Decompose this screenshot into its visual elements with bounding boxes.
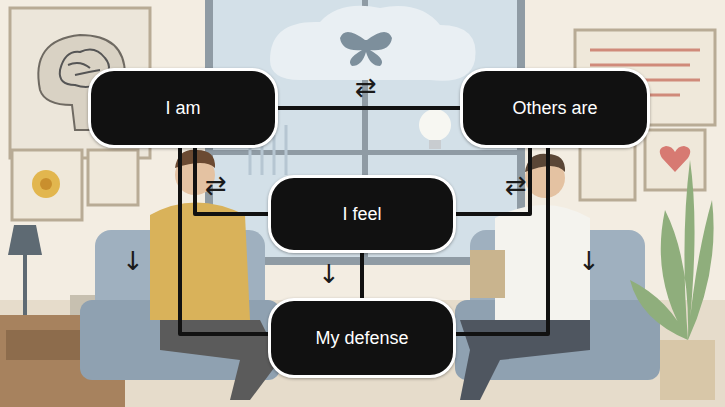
flow-symbol: ⇄ [205, 172, 227, 198]
flow-symbol: ↓ [318, 261, 340, 287]
clipboard [470, 250, 505, 298]
node-label: I am [165, 98, 200, 119]
connector-line [456, 148, 530, 214]
small-frame [88, 150, 138, 205]
bulb-base [429, 140, 441, 149]
node-label: I feel [342, 204, 381, 225]
flow-symbol: ⇄ [505, 172, 527, 198]
connector-line [360, 253, 364, 298]
window-bar [213, 150, 517, 155]
heart [660, 146, 691, 172]
flower [32, 170, 60, 198]
flow-symbol: ⇄ [355, 74, 377, 100]
light-bulb [419, 109, 451, 141]
pill-box: I feel [268, 175, 456, 253]
plant-pot [660, 340, 715, 400]
pill-box: My defense [268, 298, 456, 378]
connector-line [195, 148, 268, 214]
flow-symbol: ↓ [578, 248, 600, 274]
node-label: Others are [512, 98, 597, 119]
butterfly [340, 32, 392, 66]
flower-center [40, 178, 52, 190]
pill-box: I am [88, 68, 278, 148]
right-person-shirt [495, 205, 590, 320]
flower-frame [12, 150, 82, 220]
flow-symbol: ↓ [122, 248, 144, 274]
connector-line [278, 106, 460, 110]
plant-leaves [630, 160, 714, 340]
connector-line [180, 148, 268, 334]
thought-cloud [270, 6, 476, 81]
lamp-shade [8, 225, 42, 255]
node-label: My defense [315, 328, 408, 349]
left-person-shirt [150, 203, 250, 321]
heart-frame [645, 130, 705, 190]
connector-line [456, 148, 548, 334]
pill-box: Others are [460, 68, 650, 148]
lamp-pole [23, 255, 27, 315]
